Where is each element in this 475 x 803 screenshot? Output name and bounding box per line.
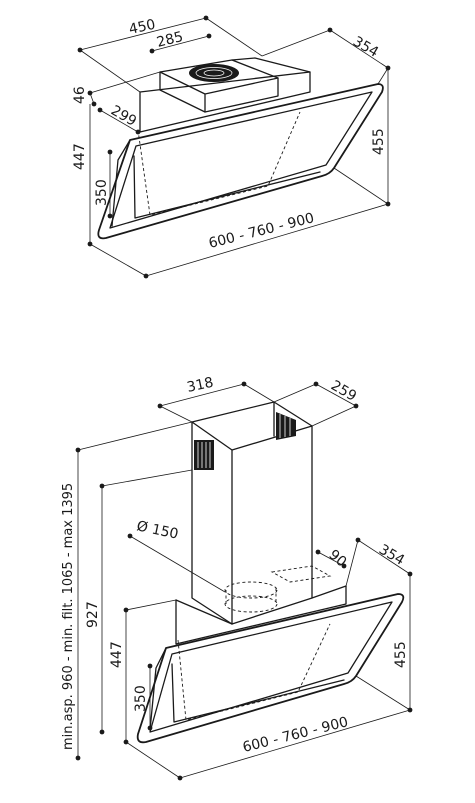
bottom-glass-inner <box>149 601 393 733</box>
dim-label-447-bottom: 447 <box>109 641 125 668</box>
dim-label-46: 46 <box>72 86 88 104</box>
duct-circle-top <box>224 581 278 599</box>
dim-label-350: 350 <box>94 179 110 206</box>
bottom-hood-view: 318 259 Ø 150 90 354 455 min.asp. 960 - … <box>61 375 413 781</box>
bottom-inner-frame <box>171 663 345 723</box>
chimney-vent-icon <box>194 440 214 470</box>
dim-label-259: 259 <box>328 378 359 405</box>
bottom-glass-panel <box>136 593 405 744</box>
dim-label-widths: 600 - 760 - 900 <box>207 210 316 252</box>
dim-label-447: 447 <box>72 143 88 170</box>
top-back-plate <box>139 71 311 133</box>
dim-label-318: 318 <box>186 375 215 396</box>
fan-grille-icon <box>189 64 239 82</box>
dim-label-299: 299 <box>108 103 139 130</box>
bottom-dimension-lines <box>75 381 413 781</box>
top-inner-frame <box>133 155 321 219</box>
top-hidden-body <box>137 111 301 216</box>
bottom-hidden-body <box>177 623 331 721</box>
top-glass-side <box>111 139 131 227</box>
dim-label-455: 455 <box>371 128 387 155</box>
top-glass-inner <box>109 91 373 229</box>
dim-label-height-range: min.asp. 960 - min. filt. 1065 - max 139… <box>61 483 76 750</box>
dim-label-354: 354 <box>350 34 381 61</box>
bottom-glass-side <box>149 647 167 731</box>
dim-label-927: 927 <box>85 601 101 628</box>
bottom-back-plate <box>175 585 347 645</box>
duct-offset-box <box>270 565 332 583</box>
dim-label-455-bottom: 455 <box>393 641 409 668</box>
dim-label-354-bottom: 354 <box>376 542 407 569</box>
dim-label-450: 450 <box>128 17 157 38</box>
top-motor-housing-edge <box>159 71 279 113</box>
top-motor-cover <box>231 57 311 73</box>
chimney-vent-back-icon <box>276 412 296 440</box>
top-dimension-lines <box>77 15 391 279</box>
top-glass-panel <box>97 83 384 240</box>
top-hood-view: 450 285 354 455 46 299 447 350 600 - 760… <box>72 15 391 279</box>
dim-label-350-bottom: 350 <box>133 685 149 712</box>
dim-label-diameter: Ø 150 <box>135 518 180 542</box>
bottom-back-plate-top <box>175 585 347 625</box>
chimney-side <box>231 425 313 625</box>
dim-label-285: 285 <box>155 29 185 51</box>
duct-circle-bottom <box>224 595 278 613</box>
dim-label-widths-bottom: 600 - 760 - 900 <box>241 714 350 756</box>
duct-hidden <box>225 588 277 606</box>
